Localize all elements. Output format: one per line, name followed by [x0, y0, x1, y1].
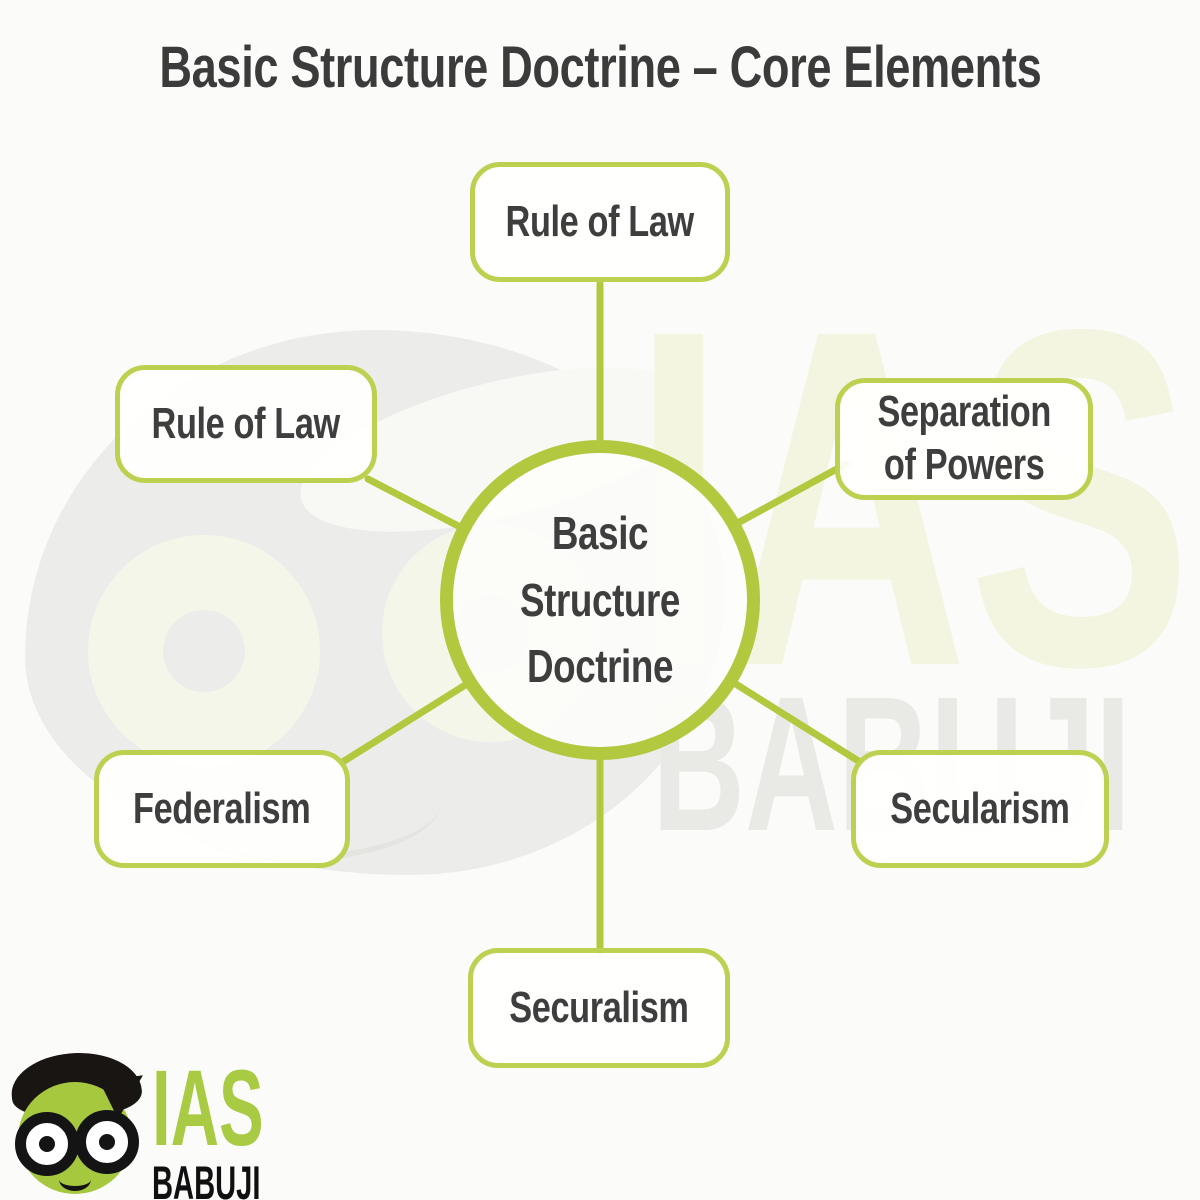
node-securalism: Securalism — [468, 948, 730, 1068]
mascot-left-glass-icon — [15, 1112, 79, 1176]
page-title: Basic Structure Doctrine – Core Elements — [159, 35, 1041, 100]
node-secularism-label: Secularism — [890, 783, 1070, 833]
connector-left — [364, 475, 468, 533]
watermark-mascot-left-pupil-icon — [163, 610, 245, 692]
mascot-right-pupil-icon — [99, 1134, 115, 1150]
logo-text: IAS BABUJI — [152, 1047, 332, 1200]
page-title-wrap: Basic Structure Doctrine – Core Elements — [0, 34, 1200, 101]
node-secularism: Secularism — [851, 750, 1109, 868]
node-separation-of-powers-label: Separation of Powers — [877, 387, 1051, 489]
connector-bottom-right — [727, 677, 864, 766]
connector-right — [730, 460, 850, 529]
node-securalism-label: Securalism — [509, 982, 689, 1032]
node-rule-of-law-left: Rule of Law — [115, 365, 377, 483]
watermark-mascot-left-glass-icon — [88, 535, 320, 767]
connector-bottom-left — [337, 678, 474, 767]
node-separation-of-powers: Separation of Powers — [835, 378, 1093, 500]
brand-logo: IAS BABUJI — [0, 1040, 360, 1200]
node-rule-of-law-top: Rule of Law — [470, 162, 730, 282]
logo-babuji-text: BABUJI — [152, 1156, 261, 1200]
center-circle-label: Basic Structure Doctrine — [519, 506, 680, 693]
logo-ias-text: IAS — [152, 1047, 264, 1168]
node-federalism-label: Federalism — [133, 783, 311, 833]
node-federalism: Federalism — [94, 750, 350, 868]
node-rule-of-law-top-label: Rule of Law — [505, 196, 695, 246]
mascot-smile-icon — [59, 1168, 91, 1191]
center-circle: Basic Structure Doctrine — [440, 440, 760, 760]
mascot-icon — [8, 1047, 146, 1198]
mascot-right-glass-icon — [75, 1110, 139, 1174]
node-rule-of-law-left-label: Rule of Law — [151, 398, 341, 448]
mascot-left-pupil-icon — [39, 1136, 55, 1152]
